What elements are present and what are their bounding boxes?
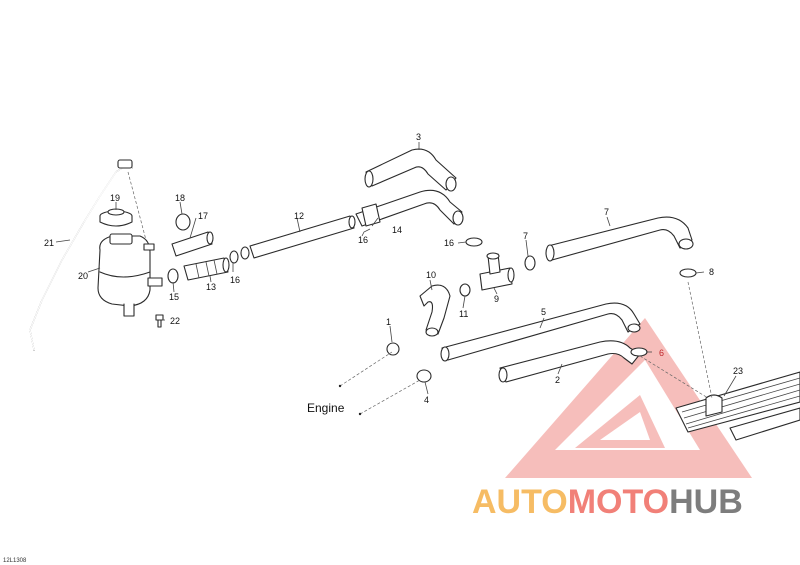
callout-2: 2 — [555, 375, 560, 385]
radiator-part-23 — [675, 371, 800, 441]
watermark-hub: HUB — [669, 483, 743, 521]
alignment-line-2 — [639, 355, 709, 399]
callout-7-b: 8 — [709, 267, 714, 277]
clamp-part-5 — [630, 347, 648, 357]
engine-label: Engine — [307, 401, 345, 415]
bolt-part-20 — [155, 314, 164, 328]
tee-fitting-part-8 — [479, 252, 515, 291]
alignment-line-1 — [687, 281, 713, 399]
callout-20: 22 — [170, 316, 180, 326]
callout-6: 7 — [604, 207, 609, 217]
callout-12: 12 — [294, 211, 304, 221]
coolant-reservoir-part-19 — [97, 233, 163, 317]
callout-9: 10 — [426, 270, 436, 280]
alignment-line-5 — [359, 379, 421, 415]
hose-part-13 — [183, 257, 230, 281]
clamp-part-16-b — [240, 246, 250, 260]
callout-18: 18 — [175, 193, 185, 203]
watermark-triangle-logo — [505, 318, 752, 478]
alignment-line-3 — [127, 171, 147, 241]
clamp-part-10 — [459, 283, 471, 297]
hose-part-2 — [498, 340, 641, 383]
hose-part-3 — [364, 148, 457, 192]
callout-17: 17 — [198, 211, 208, 221]
hose-part-14 — [355, 189, 464, 227]
pipe-part-12 — [249, 215, 356, 259]
callout-3: 3 — [416, 132, 421, 142]
clamp-part-1 — [386, 342, 400, 356]
elbow-part-9 — [419, 284, 451, 337]
callout-11: 4 — [424, 395, 429, 405]
callout-15: 15 — [169, 292, 179, 302]
watermark-wordmark: AUTOMOTOHUB — [472, 483, 743, 521]
callout-8: 9 — [494, 294, 499, 304]
reference-code: 12L1308 — [3, 558, 27, 564]
pressure-cap-part-22 — [99, 208, 133, 227]
clamp-part-16-a — [229, 250, 239, 264]
callout-10: 11 — [459, 309, 468, 319]
clamp-part-15 — [167, 268, 179, 284]
watermark-auto: AUTO — [472, 483, 568, 521]
sleeve-part-17 — [171, 231, 214, 257]
watermark-moto: MOTO — [568, 483, 669, 521]
clamp-part-18 — [175, 213, 191, 231]
clamp-part-16-c — [465, 237, 483, 247]
clamp-part-11 — [416, 369, 432, 383]
callout-4: 5 — [541, 307, 546, 317]
callout-16-a: 16 — [358, 235, 368, 245]
callout-21: 21 — [44, 238, 54, 248]
clamp-part-7-b — [679, 268, 697, 278]
callout-1: 1 — [386, 317, 391, 327]
hose-part-6 — [545, 216, 694, 262]
callout-22: 19 — [110, 193, 120, 203]
alignment-line-4 — [339, 351, 393, 387]
callout-23: 23 — [733, 366, 743, 376]
callout-19: 20 — [78, 271, 88, 281]
callout-16-b: 16 — [230, 275, 240, 285]
clamp-part-7-a — [524, 255, 536, 271]
engine-point-1 — [338, 384, 342, 388]
callout-16-c: 16 — [444, 238, 454, 248]
callout-7-a: 7 — [523, 231, 528, 241]
callout-5: 6 — [659, 348, 664, 358]
engine-point-2 — [358, 412, 362, 416]
hose-part-4 — [440, 302, 641, 362]
leader-lines — [55, 142, 737, 397]
callout-14: 14 — [392, 225, 402, 235]
callout-13: 13 — [206, 282, 216, 292]
